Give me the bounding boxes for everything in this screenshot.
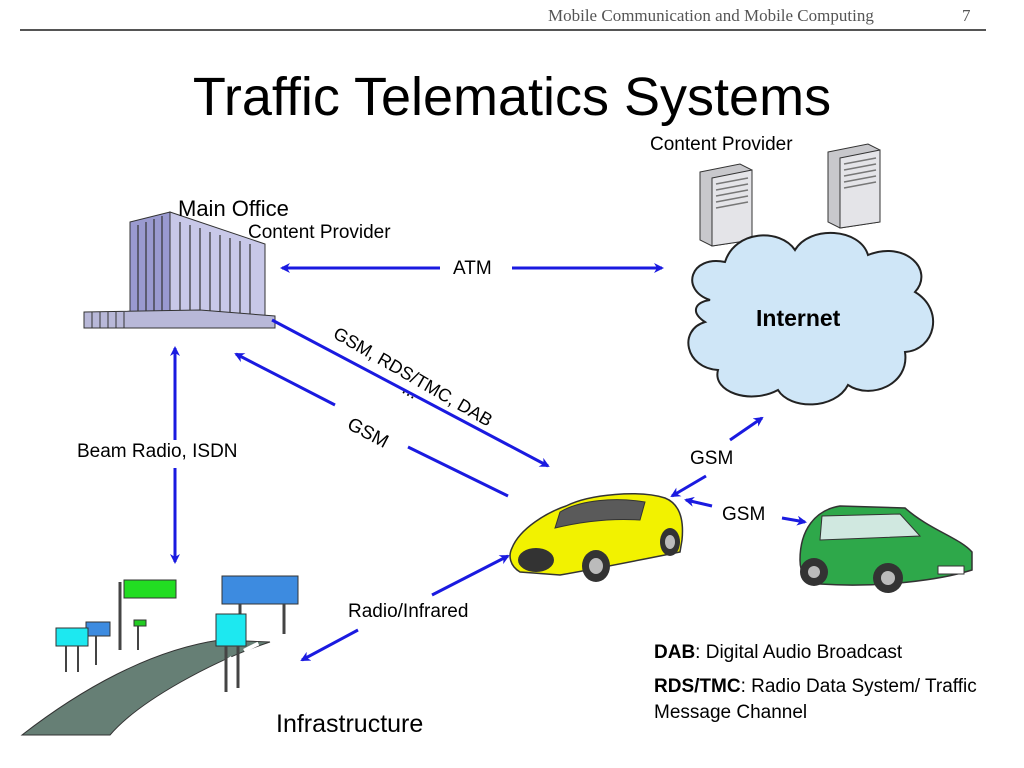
infrastructure-label: Infrastructure — [276, 710, 424, 738]
content-provider-label: Content Provider — [650, 134, 793, 155]
radio-infrared-arrow-down — [300, 628, 359, 662]
gsm-to-office-arrow-upper — [234, 352, 336, 407]
atm-label: ATM — [453, 258, 492, 279]
internet-to-car-arrow — [670, 474, 707, 498]
header-text: Mobile Communication and Mobile Computin… — [548, 6, 874, 25]
main-office-label: Main Office — [178, 196, 289, 221]
car-to-car-arrow-left — [684, 496, 713, 508]
road-sign-icon — [55, 575, 299, 692]
radio-infrared-arrow-up — [431, 554, 510, 597]
legend-term: DAB — [654, 642, 696, 663]
main-office-content-provider-label: Content Provider — [248, 222, 391, 243]
server-icon — [699, 163, 753, 247]
yellow-car-icon — [509, 493, 684, 582]
gsm-internet-label: GSM — [690, 448, 734, 469]
page-number: 7 — [962, 6, 971, 25]
car-to-internet-arrow — [729, 416, 764, 442]
gsm-to-office-arrow-lower — [407, 445, 509, 498]
green-car-icon — [799, 505, 973, 593]
radio-infrared-label: Radio/Infrared — [348, 601, 469, 622]
internet-label: Internet — [756, 305, 841, 331]
server-icon — [827, 143, 881, 229]
legend-item-dab: DAB: Digital Audio Broadcast — [654, 640, 994, 666]
legend-desc: : Radio Data System/ Traffic Message Cha… — [654, 676, 977, 723]
main-office-building-icon — [83, 211, 276, 329]
car-to-car-arrow-right — [781, 515, 807, 526]
gsm-rds-dab-arrow — [271, 318, 550, 468]
header-rule — [20, 29, 986, 31]
legend-desc: : Digital Audio Broadcast — [695, 642, 903, 663]
road-icon — [20, 639, 271, 737]
gsm-office-label: GSM — [344, 414, 392, 453]
legend-item-rds-tmc: RDS/TMC: Radio Data System/ Traffic Mess… — [654, 674, 994, 726]
internet-cloud-icon — [687, 231, 934, 406]
legend: DAB: Digital Audio Broadcast RDS/TMC: Ra… — [654, 640, 994, 726]
gsm-car-label: GSM — [722, 504, 766, 525]
slide-title: Traffic Telematics Systems — [192, 67, 832, 127]
beam-radio-label: Beam Radio, ISDN — [77, 441, 238, 462]
legend-term: RDS/TMC — [654, 676, 741, 697]
